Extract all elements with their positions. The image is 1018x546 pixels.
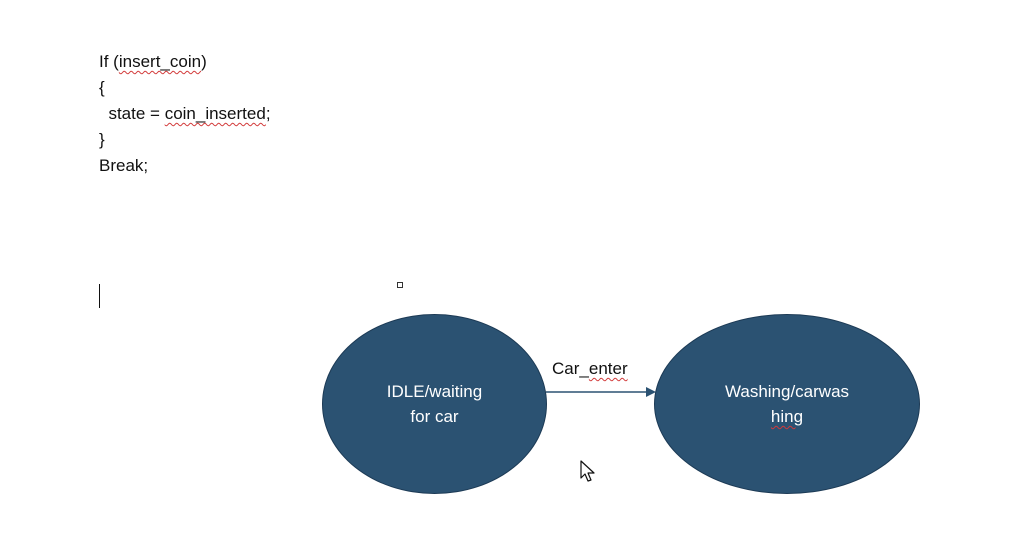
transition-enter-word: enter xyxy=(588,359,628,378)
state-label-idle: IDLE/waiting for car xyxy=(365,379,505,429)
idle-label-line2: for car xyxy=(410,407,459,426)
transition-label-car-enter[interactable]: Car_enter xyxy=(548,357,632,381)
transition-underscore: _ xyxy=(579,359,589,378)
code-line-assignment: state = coin_inserted; xyxy=(99,101,271,127)
mouse-pointer-icon xyxy=(580,460,595,482)
idle-label-line1: IDLE/waiting xyxy=(386,382,483,401)
transition-car-text: Car xyxy=(552,359,580,378)
transition-arrow[interactable] xyxy=(540,370,670,410)
text-insertion-caret xyxy=(99,284,100,308)
code-coin-inserted-word: coin_inserted xyxy=(164,104,266,123)
code-line-break: Break; xyxy=(99,156,149,175)
code-line-open-brace: { xyxy=(99,78,105,97)
code-if-keyword: If ( xyxy=(99,52,119,71)
state-node-idle[interactable]: IDLE/waiting for car xyxy=(322,314,547,494)
state-label-washing: Washing/carwas hing xyxy=(707,379,867,429)
code-state-assign: state = xyxy=(99,104,165,123)
code-line-close-brace: } xyxy=(99,130,105,149)
code-text-block[interactable]: If (insert_coin) { state = coin_inserted… xyxy=(99,49,271,179)
code-line-if: If (insert_coin) xyxy=(99,49,271,75)
washing-label-line2: hing xyxy=(770,407,804,426)
state-node-washing[interactable]: Washing/carwas hing xyxy=(654,314,920,494)
code-insert-coin-word: insert_coin xyxy=(118,52,202,71)
object-anchor-handle-icon[interactable] xyxy=(397,282,403,288)
code-paren-close: ) xyxy=(201,52,207,71)
code-semicolon: ; xyxy=(265,104,271,123)
washing-label-line1: Washing/carwas xyxy=(724,382,850,401)
